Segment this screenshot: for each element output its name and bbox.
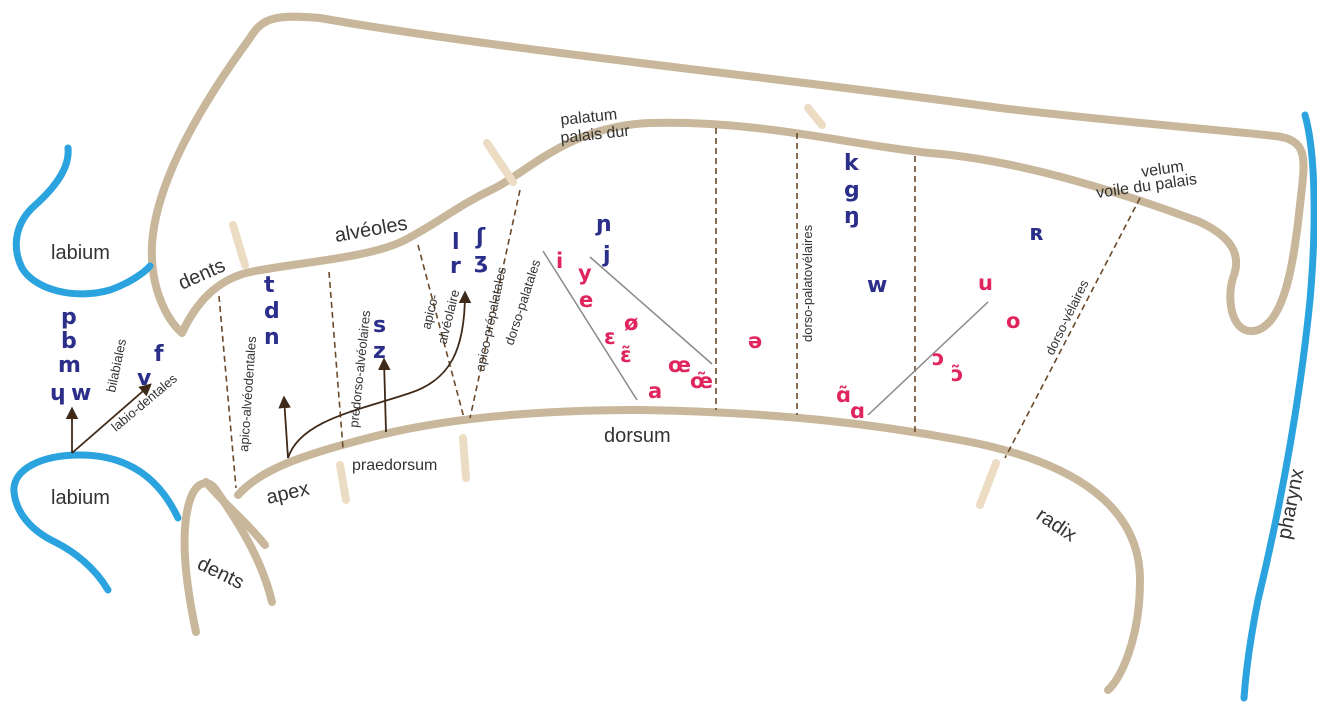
praedorsum-boundary-mark: [459, 434, 470, 482]
vowel-epsilon-nasal: ɛ̃: [620, 343, 632, 367]
consonant-eng: ŋ: [844, 204, 860, 229]
consonant-f: f: [154, 342, 164, 367]
vowels: i y e ø ɛ ɛ̃ œ œ̃ a ə u o ɔ ɔ̃ ɑ̃ ɑ: [556, 249, 1020, 423]
apico-prepalatales-label: apico-prépalatales: [472, 265, 509, 373]
alveoles-boundary-mark: [483, 139, 517, 186]
dents-boundary-mark: [229, 221, 249, 269]
vowel-i: i: [556, 249, 563, 273]
consonant-uvular-r: ʀ: [1030, 221, 1044, 246]
vowel-script-a: ɑ: [850, 399, 865, 423]
lower-lip: [10, 451, 182, 594]
pharynx-wall: [1240, 111, 1317, 702]
radix-label: radix: [1032, 504, 1080, 546]
consonant-v: v: [137, 366, 152, 391]
palatum-label: palatum: [560, 106, 618, 129]
consonant-m: m: [58, 353, 81, 378]
consonant-l: l: [452, 230, 460, 255]
consonant-w-labial: w: [71, 381, 91, 406]
tongue-outline: [234, 406, 1144, 694]
consonant-t: t: [264, 273, 275, 298]
apico-alveodentales-label: apico-alvéodentales: [236, 335, 259, 452]
consonants: p b m ɥ w v f t d n s z l r ʃ ʒ ɲ j k g …: [50, 151, 1044, 406]
front-unrounded-guide: [542, 250, 638, 401]
articulation-arrows: [65, 290, 472, 459]
apex-boundary-mark: [336, 461, 350, 504]
consonant-d: d: [264, 299, 280, 324]
consonant-g: g: [844, 178, 860, 203]
consonant-esh: ʃ: [475, 225, 486, 250]
consonant-s: s: [373, 313, 386, 338]
consonant-k: k: [844, 151, 860, 176]
apico-dental-arrow: [278, 395, 291, 459]
divider-dorso-palatales: [469, 189, 521, 419]
divider-dorso-velaires: [1004, 197, 1141, 459]
vowel-oe: œ: [668, 353, 691, 377]
dorsum-boundary-mark: [976, 459, 1000, 509]
consonant-b: b: [61, 329, 77, 354]
consonant-z: z: [373, 339, 386, 364]
consonant-n: n: [264, 325, 280, 350]
consonant-palatal-n: ɲ: [595, 212, 612, 237]
vowel-e: e: [579, 288, 593, 312]
bilabiales-label: bilabiales: [103, 337, 129, 394]
palatum-boundary-mark: [804, 104, 826, 129]
upper-lip: [12, 144, 154, 298]
vowel-u: u: [978, 271, 993, 295]
vowel-a: a: [648, 379, 662, 403]
dividers: [218, 128, 1141, 489]
vowel-a-nasal: ɑ̃: [836, 383, 851, 407]
predorso-alveolaires-label: prédorso-alvéolaires: [346, 309, 373, 428]
vowel-schwa: ə: [748, 329, 762, 353]
consonant-w-velar: w: [867, 273, 887, 298]
vowel-o-slash: ø: [624, 311, 638, 335]
divider-apico-alveodentales: [218, 295, 237, 489]
upper-jaw-outline: [147, 12, 1308, 337]
dorsum-label: dorsum: [604, 425, 671, 447]
vowel-guides: [542, 250, 989, 416]
labiodental-arrow: [71, 383, 152, 454]
lower-jaw-stub: [202, 478, 269, 549]
consonant-ezh: ʒ: [474, 249, 488, 274]
praedorsum-label: praedorsum: [352, 457, 437, 474]
vowel-open-o-nasal: ɔ̃: [951, 362, 963, 386]
labium-lower-label: labium: [51, 487, 110, 509]
vowel-open-o: ɔ: [932, 346, 944, 370]
consonant-j: j: [602, 243, 611, 268]
predorsal-arrow: [377, 357, 391, 433]
velum-label: velum: [1140, 158, 1185, 181]
divider-predorso-alveolaires: [328, 271, 344, 449]
vowel-y: y: [578, 261, 592, 285]
apico-alveolar-arrow: [287, 290, 472, 459]
vowel-o: o: [1006, 309, 1020, 333]
labium-upper-label: labium: [51, 242, 110, 264]
anatomy: [147, 12, 1308, 694]
apex-label: apex: [264, 478, 311, 509]
dorso-palatovelaires-label: dorso-palatovélaires: [800, 224, 815, 342]
consonant-turned-h: ɥ: [50, 381, 66, 406]
consonant-p: p: [61, 305, 77, 330]
vowel-epsilon: ɛ: [604, 325, 616, 349]
vowel-oe-nasal: œ̃: [690, 369, 713, 393]
front-rounded-guide: [589, 256, 713, 365]
dorso-velaires-label: dorso-vélaires: [1042, 277, 1091, 357]
back-vowel-guide: [867, 301, 989, 416]
lower-teeth-outline: [180, 479, 276, 636]
consonant-r: r: [450, 254, 461, 279]
dents-lower-label: dents: [194, 553, 248, 594]
lips-pharynx: [10, 111, 1317, 702]
